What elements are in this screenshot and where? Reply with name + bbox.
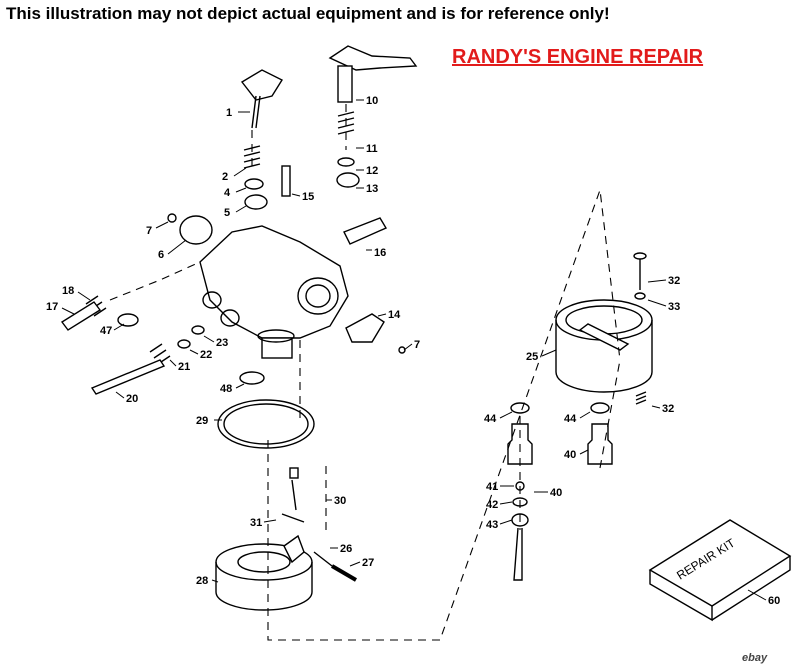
svg-text:14: 14	[388, 309, 401, 321]
part-20-needle	[90, 359, 166, 395]
svg-text:40: 40	[550, 487, 562, 499]
svg-text:60: 60	[768, 595, 780, 607]
part-60-repair-kit	[648, 519, 792, 622]
svg-text:44: 44	[484, 413, 497, 425]
svg-text:2: 2	[222, 171, 228, 183]
svg-text:23: 23	[216, 337, 228, 349]
part-47-plug	[117, 313, 139, 327]
part-4-washer	[244, 178, 264, 190]
part-48-seal	[239, 371, 265, 385]
svg-text:18: 18	[62, 285, 74, 297]
svg-text:31: 31	[250, 517, 262, 529]
part-17-idle-mixture-screw	[60, 301, 102, 331]
brand-title: RANDY'S ENGINE REPAIR	[452, 46, 704, 68]
svg-text:13: 13	[366, 183, 378, 195]
part-7-choke-screw	[398, 346, 406, 354]
svg-text:43: 43	[486, 519, 498, 531]
part-22-washer	[177, 339, 191, 349]
svg-text:10: 10	[366, 95, 378, 107]
svg-text:17: 17	[46, 301, 58, 313]
part-32-spring	[635, 391, 647, 405]
svg-text:32: 32	[662, 403, 674, 415]
svg-text:28: 28	[196, 575, 208, 587]
part-25-float	[555, 299, 653, 393]
part-28-float-bowl	[215, 534, 313, 611]
svg-text:41: 41	[486, 481, 498, 493]
ebay-watermark: ebay	[742, 652, 768, 664]
part-14-choke-plate	[345, 313, 385, 343]
part-31-clip	[281, 513, 305, 523]
callout-leader-lines	[61, 99, 767, 601]
svg-text:22: 22	[200, 349, 212, 361]
part-7-screw	[167, 213, 177, 223]
svg-text:42: 42	[486, 499, 498, 511]
part-30-needle-valve	[289, 467, 299, 479]
svg-text:27: 27	[362, 557, 374, 569]
assembly-guide-lines	[109, 104, 621, 641]
svg-text:48: 48	[220, 383, 232, 395]
svg-text:29: 29	[196, 415, 208, 427]
part-44-washer	[510, 402, 530, 414]
part-40-needle	[513, 527, 523, 581]
part-15-idle-screw	[281, 165, 291, 197]
part-12-washer	[337, 157, 355, 167]
part-27-shaft	[330, 564, 358, 582]
svg-text:32: 32	[668, 275, 680, 287]
part-13-seal	[336, 172, 360, 188]
svg-text:21: 21	[178, 361, 190, 373]
svg-text:16: 16	[374, 247, 386, 259]
part-40-jet-b	[587, 423, 613, 465]
part-1-throttle-lever	[240, 69, 284, 129]
svg-text:12: 12	[366, 165, 378, 177]
svg-text:44: 44	[564, 413, 577, 425]
callout-labels: 1 2 4 5 7 6 18 17 47 10 11 12 13 15 16 1…	[46, 95, 780, 607]
svg-text:15: 15	[302, 191, 314, 203]
svg-text:26: 26	[340, 543, 352, 555]
part-23-ring	[191, 325, 205, 335]
svg-text:20: 20	[126, 393, 138, 405]
part-10-choke-shaft	[328, 45, 418, 103]
part-26-pin	[313, 551, 333, 567]
part-44-washer-b	[590, 402, 610, 414]
disclaimer-text: This illustration may not depict actual …	[6, 4, 610, 23]
svg-text:4: 4	[224, 187, 231, 199]
svg-text:25: 25	[526, 351, 538, 363]
part-6-throttle-plate	[179, 215, 213, 245]
part-5-seal	[244, 194, 268, 210]
carburetor-body	[199, 225, 349, 359]
svg-text:33: 33	[668, 301, 680, 313]
part-29-gasket	[217, 399, 315, 449]
svg-text:7: 7	[414, 339, 420, 351]
svg-text:47: 47	[100, 325, 112, 337]
svg-text:5: 5	[224, 207, 230, 219]
svg-text:7: 7	[146, 225, 152, 237]
part-33-washer	[634, 292, 646, 300]
svg-text:11: 11	[366, 143, 378, 155]
part-16-fuel-inlet	[343, 217, 388, 245]
svg-text:40: 40	[564, 449, 576, 461]
svg-text:6: 6	[158, 249, 164, 261]
svg-text:30: 30	[334, 495, 346, 507]
svg-text:1: 1	[226, 107, 232, 119]
